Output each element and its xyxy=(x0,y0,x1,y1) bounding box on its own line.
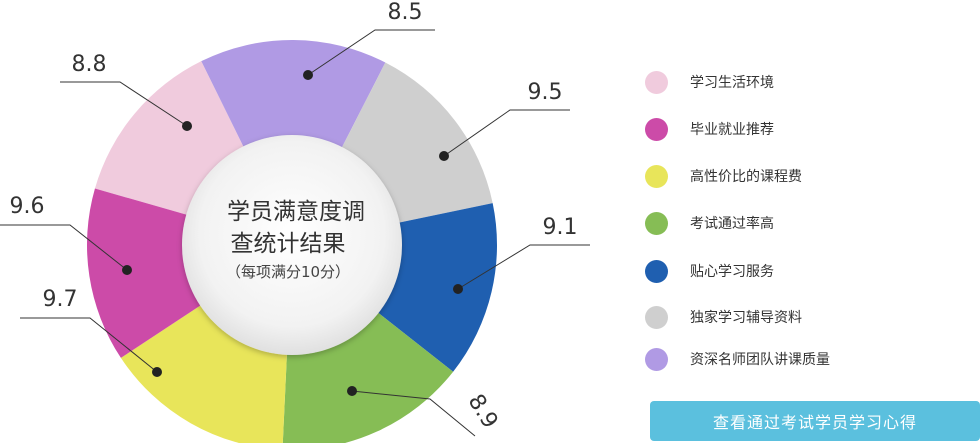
legend-label: 毕业就业推荐 xyxy=(690,122,774,138)
leader-dot xyxy=(152,367,162,377)
leader-line xyxy=(351,390,476,437)
donut-slice xyxy=(120,302,288,443)
donut-chart: 8.5 9.5 9.1 8.9 9.7 9.6 8.8 学员满意度调 查统计结果 （每项满分… xyxy=(0,0,590,443)
donut-slice xyxy=(374,203,497,372)
legend-item: 高性价比的课程费 xyxy=(645,162,802,190)
value-label: 9.6 xyxy=(10,194,45,219)
legend-label: 独家学习辅导资料 xyxy=(690,310,802,326)
leader-line xyxy=(443,109,570,157)
leader-line xyxy=(20,317,158,373)
legend-label: 高性价比的课程费 xyxy=(690,169,802,185)
legend-item: 贴心学习服务 xyxy=(645,257,774,285)
donut-slice xyxy=(87,188,205,358)
legend-item: 资深名师团队讲课质量 xyxy=(645,345,830,373)
leader-dot xyxy=(303,70,313,80)
view-experiences-button[interactable]: 查看通过考试学员学习心得 xyxy=(650,401,980,441)
value-label: 8.8 xyxy=(72,52,107,77)
donut-slice xyxy=(282,309,454,443)
legend-label: 资深名师团队讲课质量 xyxy=(690,352,830,368)
legend-label: 考试通过率高 xyxy=(690,216,774,232)
leader-dot xyxy=(182,121,192,131)
legend-swatch xyxy=(645,117,668,141)
leader-dot xyxy=(122,265,132,275)
legend-swatch xyxy=(645,70,668,94)
leader-line xyxy=(457,244,590,290)
legend-swatch xyxy=(645,305,668,329)
donut-slice xyxy=(201,40,386,152)
leader-line xyxy=(60,81,188,127)
legend-label: 贴心学习服务 xyxy=(690,264,774,280)
legend-swatch xyxy=(645,211,668,235)
leader-line xyxy=(307,29,435,76)
legend-item: 学习生活环境 xyxy=(645,68,774,96)
legend-swatch xyxy=(645,164,668,188)
leader-dot xyxy=(347,386,357,396)
center-subtitle: （每项满分10分） xyxy=(226,263,350,281)
legend-item: 毕业就业推荐 xyxy=(645,115,774,143)
legend-swatch xyxy=(645,347,668,371)
leader-line xyxy=(0,224,128,271)
center-title-line2: 查统计结果 xyxy=(231,231,346,257)
legend-item: 独家学习辅导资料 xyxy=(645,303,802,331)
value-label: 9.1 xyxy=(543,215,578,240)
leader-dot xyxy=(453,284,463,294)
legend-label: 学习生活环境 xyxy=(690,75,774,91)
legend-swatch xyxy=(645,259,668,283)
value-label: 8.5 xyxy=(388,0,423,25)
value-label: 9.7 xyxy=(43,287,78,312)
value-label: 9.5 xyxy=(528,80,563,105)
center-title-line1: 学员满意度调 xyxy=(227,199,365,225)
value-label: 8.9 xyxy=(463,390,503,433)
donut-hole xyxy=(182,135,402,355)
leader-dot xyxy=(439,151,449,161)
legend-item: 考试通过率高 xyxy=(645,209,774,237)
